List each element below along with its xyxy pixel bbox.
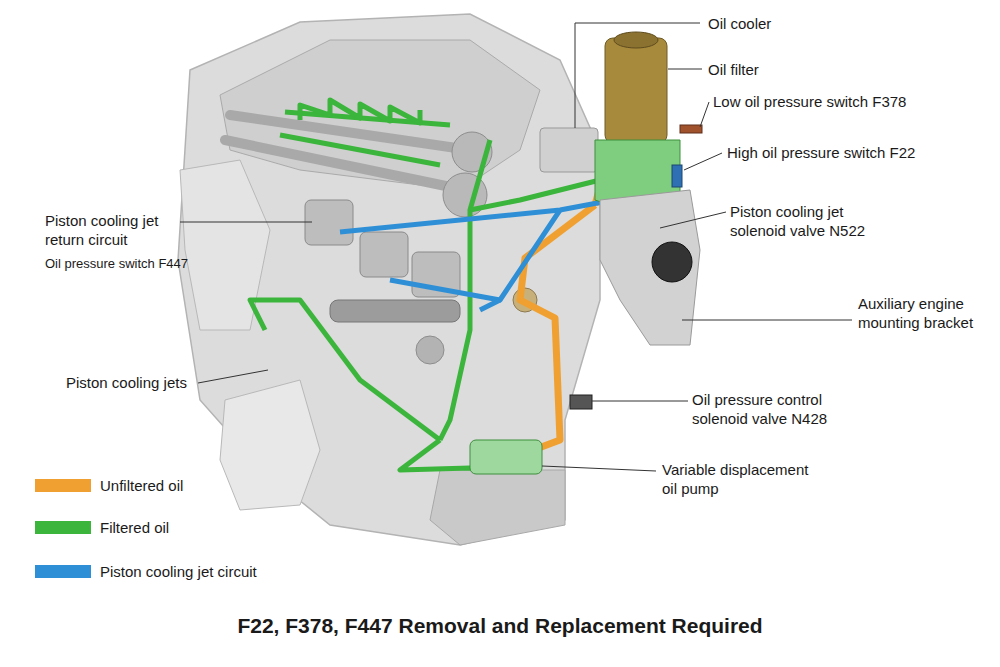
oil-sump: [430, 470, 565, 545]
oil-cooler: [540, 128, 598, 172]
callout-label: Auxiliary engine mounting bracket: [858, 294, 998, 332]
leader-line: [660, 212, 726, 228]
oil-pump: [470, 440, 542, 474]
cylinder-head: [220, 40, 540, 190]
high-pressure-switch: [672, 165, 682, 187]
leader-line: [592, 401, 688, 402]
leader-line: [684, 153, 722, 170]
engine-outline: [178, 14, 600, 545]
callout-label: Piston cooling jets: [66, 373, 187, 392]
engine-block: [178, 14, 600, 545]
callout-label: Oil cooler: [708, 14, 771, 33]
legend-swatch: [35, 521, 91, 534]
leader-line: [700, 102, 709, 127]
leader-line: [198, 370, 268, 383]
low-pressure-switch: [680, 125, 702, 133]
turbocharger: [220, 380, 320, 510]
legend-swatch: [35, 565, 91, 578]
idler-pulley: [652, 242, 692, 282]
oil-circuit-filtered: [250, 100, 630, 470]
callout-label: Oil pressure switch F447: [45, 254, 188, 273]
oil-filter-housing: [605, 38, 667, 143]
legend-text: Piston cooling jet circuit: [100, 562, 257, 581]
callout-label: Oil filter: [708, 60, 759, 79]
callout-label: Piston cooling jet solenoid valve N522: [730, 202, 900, 240]
callout-label: Low oil pressure switch F378: [713, 92, 906, 111]
oil-line-unfiltered: [520, 205, 595, 455]
legend-text: Filtered oil: [100, 518, 169, 537]
leader-lines: [180, 23, 852, 471]
callout-label: Variable displacement oil pump: [662, 460, 827, 498]
callout-label: Piston cooling jet return circuit: [45, 211, 180, 249]
oil-module: [470, 32, 702, 474]
camshafts: [225, 115, 537, 364]
leader-line: [180, 222, 312, 223]
leader-line: [542, 466, 656, 471]
oil-filter-cap: [614, 32, 658, 48]
piston-cooling-line: [480, 300, 500, 310]
pistons: [305, 200, 460, 322]
diagram-caption: F22, F378, F447 Removal and Replacement …: [0, 613, 1000, 639]
mounting-bracket: [600, 190, 700, 345]
leader-line: [668, 69, 702, 70]
piston: [305, 200, 353, 245]
piston-cooling-line: [390, 210, 560, 300]
leader-line: [682, 320, 852, 321]
oil-circuit-piston-cooling: [340, 195, 640, 310]
piston: [360, 232, 408, 277]
leader-line: [575, 23, 700, 128]
crank-gear: [416, 336, 444, 364]
crankshaft: [330, 300, 460, 322]
oil-line-filtered: [285, 112, 450, 125]
oil-line-filtered: [250, 300, 440, 440]
legend-swatch: [35, 479, 91, 492]
oil-line-filtered: [280, 135, 440, 165]
callout-label: High oil pressure switch F22: [727, 143, 915, 162]
pump-solenoid: [570, 395, 592, 409]
callout-label: Oil pressure control solenoid valve N428: [692, 390, 852, 428]
piston-cooling-line: [340, 195, 640, 232]
oil-line-filtered: [300, 100, 420, 123]
legend-text: Unfiltered oil: [100, 476, 183, 495]
intake-manifold: [180, 160, 270, 330]
